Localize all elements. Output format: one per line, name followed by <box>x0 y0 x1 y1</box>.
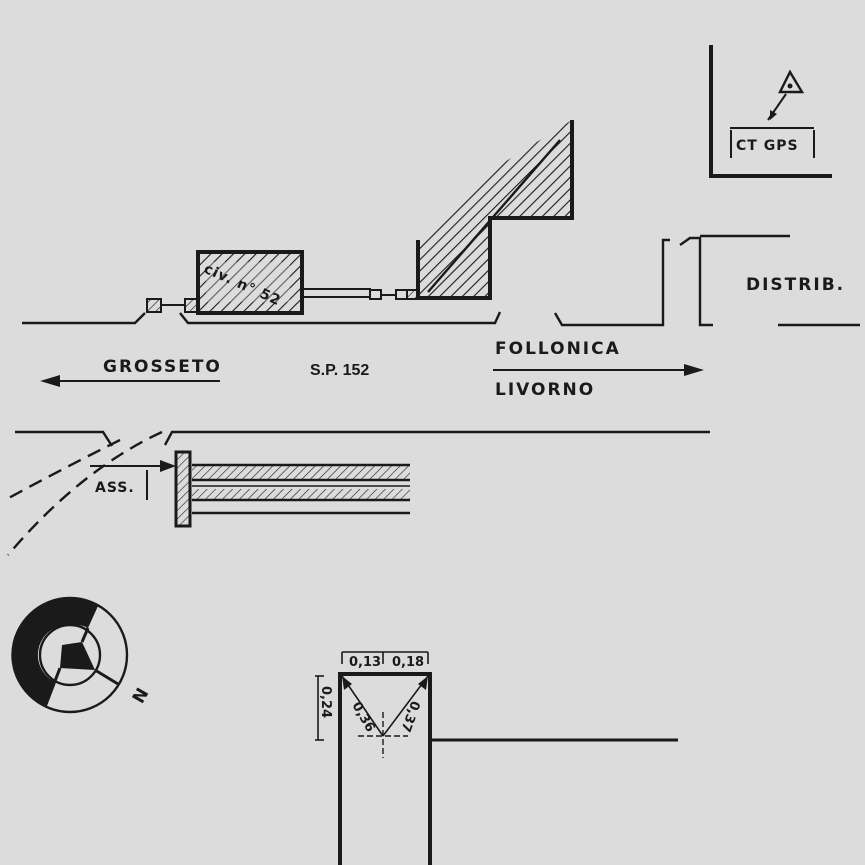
follonica-label: FOLLONICA <box>495 339 621 359</box>
meas-diag-right: 0,37 <box>397 699 422 734</box>
measurement-detail <box>315 651 678 865</box>
road-top-edge <box>22 234 860 327</box>
bridge-structure <box>174 450 410 528</box>
ctgps-label: CT GPS <box>736 138 799 154</box>
ctgps-inset <box>709 45 832 178</box>
ass-pointer <box>90 460 176 500</box>
grosseto-label: GROSSETO <box>103 357 222 377</box>
road-bottom-edge <box>4 430 710 556</box>
meas-width-left: 0,13 <box>349 655 381 670</box>
livorno-label: LIVORNO <box>495 380 595 400</box>
building-civ-52: civ. n° 52 <box>196 250 304 315</box>
meas-diag-left: 0,36 <box>349 700 378 735</box>
meas-width-right: 0,18 <box>392 655 424 670</box>
meas-height: 0,24 <box>318 686 333 718</box>
compass-icon <box>11 596 129 714</box>
north-label: N <box>129 683 154 707</box>
arrow-right <box>493 364 704 376</box>
distrib-label: DISTRIB. <box>746 275 845 295</box>
road-name-label: S.P. 152 <box>310 362 369 379</box>
gps-triangle-icon <box>778 69 805 94</box>
ass-label: ASS. <box>95 480 135 496</box>
building-stepped <box>416 120 574 300</box>
arrow-left <box>40 375 220 387</box>
